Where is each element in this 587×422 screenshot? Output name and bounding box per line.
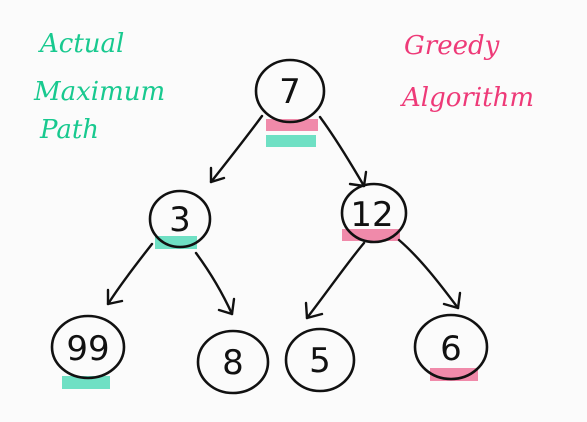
- actual-marker-root: [266, 135, 316, 147]
- node-right-left-label: 5: [309, 341, 331, 381]
- edge-12-6: [397, 238, 460, 310]
- arrowhead-3-99: [106, 288, 124, 306]
- node-root: 7: [254, 58, 326, 124]
- legend-actual-line-2: Maximum: [33, 77, 165, 107]
- node-root-label: 7: [279, 72, 301, 112]
- edge-3-8: [194, 251, 234, 316]
- greedy-marker-root: [266, 119, 318, 131]
- arrowhead-12-5: [304, 301, 324, 320]
- edge-12-5: [305, 241, 366, 320]
- node-left-right: 8: [196, 329, 270, 395]
- arrowhead-12-6: [442, 291, 462, 310]
- node-left-right-label: 8: [222, 343, 244, 383]
- node-right-right: 6: [413, 313, 489, 381]
- edge-7-12: [318, 115, 366, 188]
- actual-marker-99: [62, 376, 110, 389]
- node-left-left-label: 99: [66, 329, 109, 369]
- node-right: 12: [340, 182, 408, 244]
- node-left: 3: [148, 189, 212, 249]
- node-left-left: 99: [50, 314, 126, 380]
- node-right-label: 12: [350, 195, 393, 235]
- node-left-label: 3: [169, 200, 191, 240]
- edge-3-99: [106, 242, 154, 306]
- node-right-right-label: 6: [440, 329, 462, 369]
- legend-actual-line-1: Actual: [38, 29, 124, 59]
- legend-actual-line-3: Path: [39, 115, 99, 145]
- legend-greedy-line-1: Greedy: [404, 31, 500, 61]
- arrowhead-7-3: [209, 166, 226, 184]
- legend-greedy-line-2: Algorithm: [400, 83, 534, 113]
- node-right-left: 5: [284, 327, 356, 393]
- edge-7-3: [209, 114, 264, 184]
- arrowhead-3-8: [217, 297, 236, 316]
